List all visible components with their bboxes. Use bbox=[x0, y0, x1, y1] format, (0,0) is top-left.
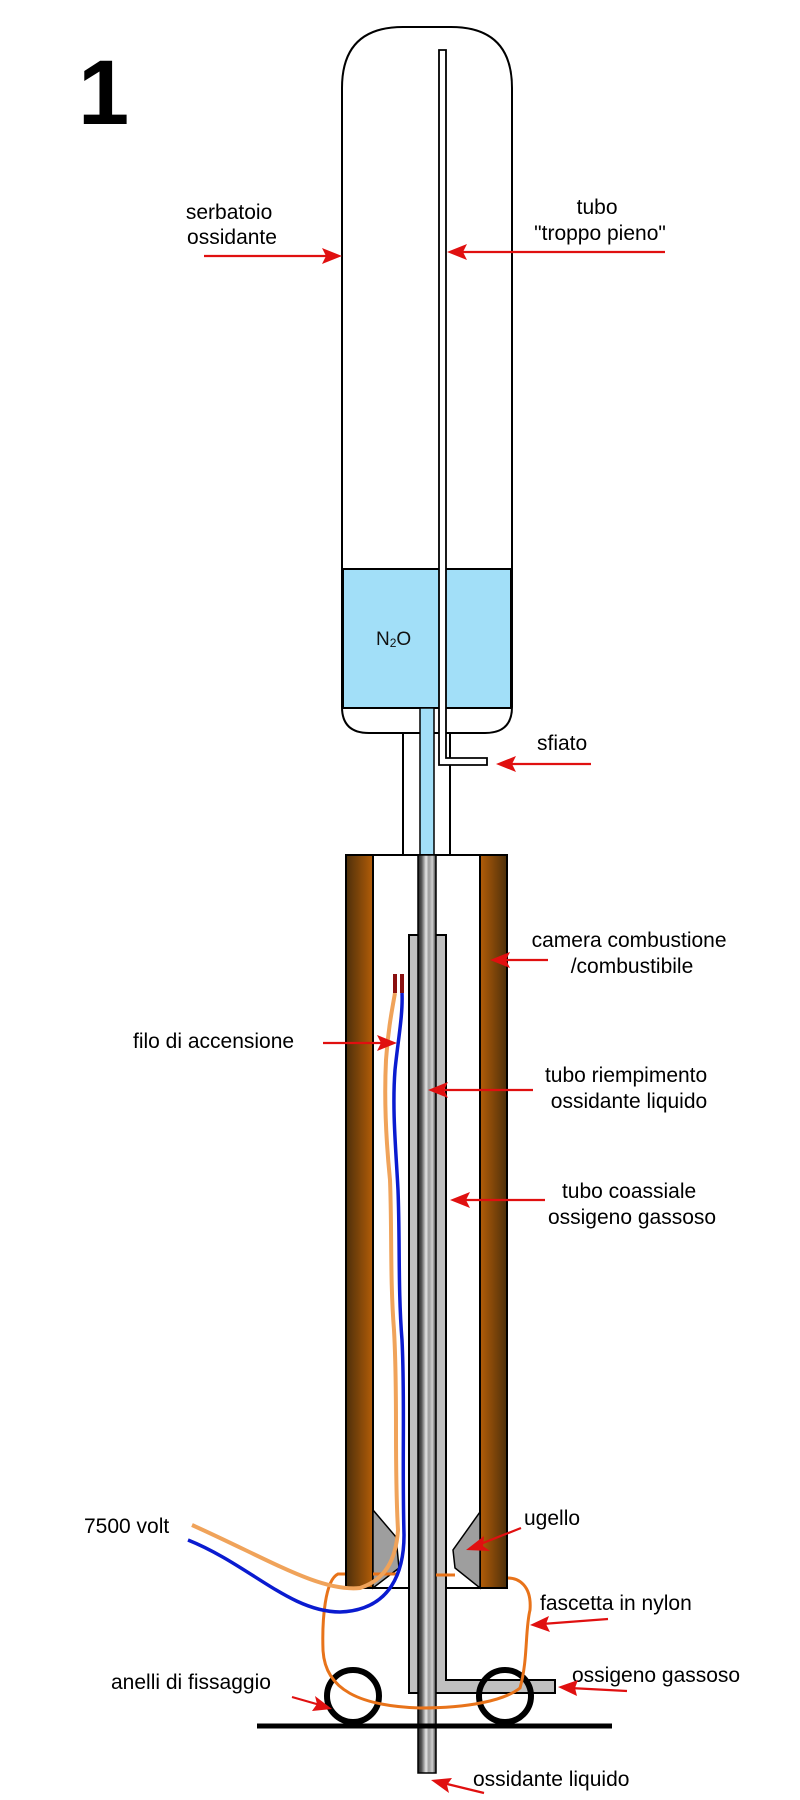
arrow-troppo-pieno bbox=[447, 244, 665, 260]
ignition-wire-orange bbox=[191, 992, 401, 1591]
wire-tip-orange bbox=[393, 974, 397, 993]
label-tubo-riempimento: tubo riempimento ossidante liquido bbox=[545, 1064, 713, 1113]
fixing-ring-left bbox=[324, 1667, 382, 1725]
arrow-serbatoio bbox=[204, 248, 342, 264]
wire-tip-blue bbox=[400, 974, 404, 993]
nylon-strap bbox=[321, 1572, 532, 1710]
label-filo-accensione: filo di accensione bbox=[133, 1030, 294, 1053]
label-7500-volt: 7500 volt bbox=[84, 1515, 169, 1538]
arrow-ugello bbox=[466, 1526, 522, 1551]
oxidizer-tank: N2O bbox=[341, 26, 513, 734]
label-tubo-troppo-pieno: tubo "troppo pieno" bbox=[534, 196, 666, 245]
tank-outline bbox=[341, 26, 513, 734]
arrow-ossigeno bbox=[558, 1680, 628, 1696]
coaxial-oxygen-tube bbox=[408, 934, 556, 1694]
arrow-filo bbox=[323, 1035, 397, 1051]
label-tubo-coassiale: tubo coassiale ossigeno gassoso bbox=[548, 1180, 716, 1229]
arrow-coassiale bbox=[450, 1192, 545, 1208]
overflow-tube bbox=[438, 49, 488, 766]
label-fascetta-nylon: fascetta in nylon bbox=[540, 1592, 692, 1615]
arrow-sfiato bbox=[496, 756, 591, 772]
arrow-camera bbox=[490, 952, 548, 968]
arrow-riempimento bbox=[428, 1082, 533, 1098]
liquid-feed-column bbox=[419, 707, 435, 857]
fuel-grain-right bbox=[479, 854, 508, 1589]
label-sfiato: sfiato bbox=[537, 732, 587, 755]
liquid-fill-tube bbox=[417, 854, 437, 1774]
arrow-fascetta bbox=[530, 1616, 609, 1632]
label-serbatoio-ossidante: serbatoio ossidante bbox=[186, 201, 278, 249]
n2o-label: N2O bbox=[376, 629, 411, 650]
label-anelli-fissaggio: anelli di fissaggio bbox=[111, 1671, 271, 1694]
ignition-wire-blue bbox=[187, 992, 406, 1614]
fuel-grain-left bbox=[345, 854, 374, 1589]
tank-liquid-n2o bbox=[342, 568, 512, 709]
label-ossigeno-gassoso: ossigeno gassoso bbox=[572, 1664, 740, 1687]
arrow-liquido bbox=[431, 1778, 485, 1795]
figure-number: 1 bbox=[78, 42, 129, 144]
arrow-anelli bbox=[291, 1695, 332, 1711]
label-ugello: ugello bbox=[524, 1507, 580, 1530]
fixing-ring-right bbox=[476, 1667, 534, 1725]
label-ossidante-liquido: ossidante liquido bbox=[473, 1768, 629, 1791]
label-camera-combustione: camera combustione /combustibile bbox=[532, 929, 733, 978]
